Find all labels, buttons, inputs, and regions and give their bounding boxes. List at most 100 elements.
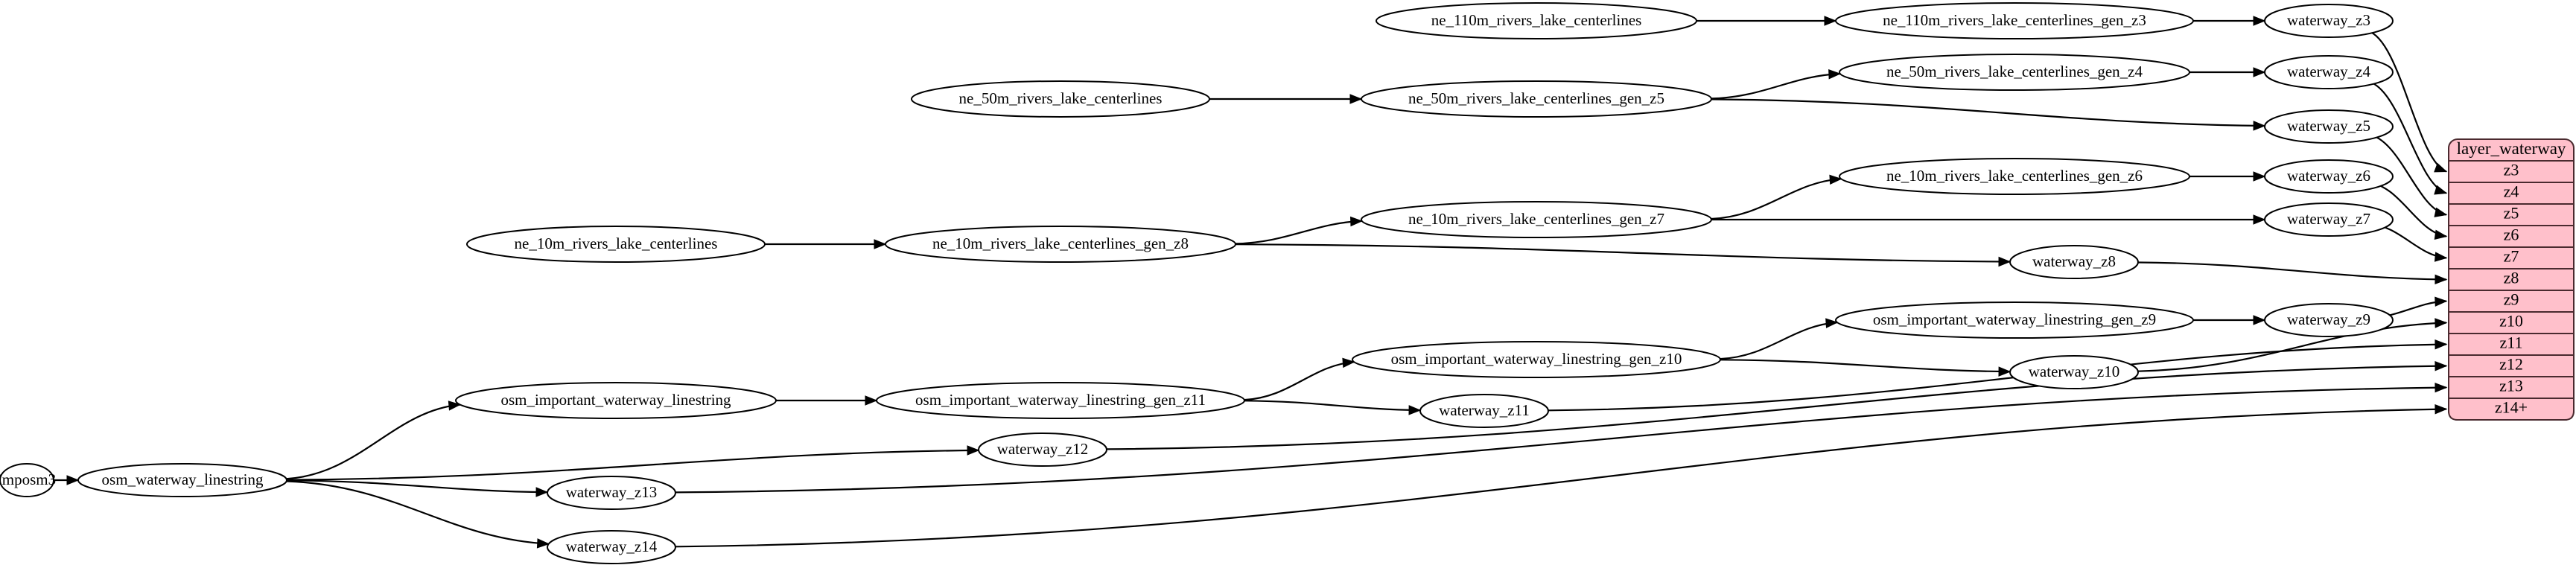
graph-edge-waterway_z8--to--layer_waterway-z8 (2137, 261, 2448, 285)
graph-edge-ne_10m_rivers_lake_centerlines--to--ne_10m_rivers_lake_centerlines_gen_z8 (762, 239, 887, 249)
graph-edge-waterway_z12--to--layer_waterway-z12 (1106, 360, 2448, 450)
graph-node-ne_50m_rivers_lake_centerlines_gen_z5[interactable]: ne_50m_rivers_lake_centerlines_gen_z5 (1361, 80, 1712, 118)
graph-node-waterway_z11[interactable]: waterway_z11 (1419, 394, 1549, 428)
graph-edge-ne_10m_rivers_lake_centerlines_gen_z7--to--waterway_z7 (1708, 214, 2266, 225)
record-node-layer-waterway[interactable]: layer_waterway z3 z4 z5 z6 z7 z8 z9 z10 z11 z12 z13… (2448, 138, 2575, 421)
node-label: ne_50m_rivers_lake_centerlines (959, 89, 1163, 107)
node-label: waterway_z8 (2032, 252, 2116, 270)
graph-node-ne_110m_rivers_lake_centerlines[interactable]: ne_110m_rivers_lake_centerlines (1376, 2, 1697, 39)
graph-edge-ne_50m_rivers_lake_centerlines--to--ne_50m_rivers_lake_centerlines_gen_z5 (1206, 94, 1363, 104)
graph-edge-ne_10m_rivers_lake_centerlines_gen_z7--to--ne_10m_rivers_lake_centerlines_gen_z6 (1711, 174, 1842, 220)
graph-node-osm_important_waterway_linestring[interactable]: osm_important_waterway_linestring (455, 382, 777, 419)
node-label: ne_10m_rivers_lake_centerlines_gen_z8 (932, 234, 1189, 252)
graph-node-osm_important_waterway_linestring_gen_z10[interactable]: osm_important_waterway_linestring_gen_z1… (1352, 341, 1721, 378)
graph-node-ne_10m_rivers_lake_centerlines_gen_z7[interactable]: ne_10m_rivers_lake_centerlines_gen_z7 (1361, 201, 1712, 238)
graph-edge-ne_110m_rivers_lake_centerlines--to--ne_110m_rivers_lake_centerlines_gen_z3 (1693, 16, 1837, 26)
graph-node-waterway_z4[interactable]: waterway_z4 (2264, 55, 2394, 89)
record-node-layer: layer_waterway z3 z4 z5 z6 z7 z8 z9 z10 z11 z12 z13… (2448, 138, 2575, 421)
graph-node-ne_50m_rivers_lake_centerlines[interactable]: ne_50m_rivers_lake_centerlines (911, 80, 1210, 118)
record-row-z8[interactable]: z8 (2504, 269, 2519, 287)
record-row-z14[interactable]: z14+ (2495, 398, 2528, 417)
graph-edge-osm_waterway_linestring--to--waterway_z13 (286, 479, 549, 497)
graph-edge-osm_important_waterway_linestring_gen_z10--to--waterway_z10 (1720, 359, 2011, 377)
graph-edge-waterway_z13--to--layer_waterway-z13 (675, 382, 2448, 494)
graph-node-waterway_z3[interactable]: waterway_z3 (2264, 4, 2394, 38)
graph-edge-waterway_z5--to--layer_waterway-z5 (2367, 133, 2448, 217)
record-row-z13[interactable]: z13 (2499, 377, 2523, 395)
node-label: waterway_z4 (2287, 63, 2370, 80)
graph-node-waterway_z6[interactable]: waterway_z6 (2264, 159, 2394, 194)
graph-node-ne_110m_rivers_lake_centerlines_gen_z3[interactable]: ne_110m_rivers_lake_centerlines_gen_z3 (1835, 2, 2194, 39)
graph-edge-waterway_z14--to--layer_waterway-z14 (675, 404, 2448, 548)
graph-node-imposm3[interactable]: imposm3 (0, 463, 56, 497)
graph-node-ne_50m_rivers_lake_centerlines_gen_z4[interactable]: ne_50m_rivers_lake_centerlines_gen_z4 (1839, 54, 2190, 91)
graph-node-osm_important_waterway_linestring_gen_z11[interactable]: osm_important_waterway_linestring_gen_z1… (876, 382, 1245, 419)
node-label: osm_important_waterway_linestring_gen_z9 (1873, 310, 2156, 328)
graph-edge-ne_50m_rivers_lake_centerlines_gen_z4--to--waterway_z4 (2186, 67, 2266, 77)
record-row-z7[interactable]: z7 (2504, 247, 2519, 266)
node-label: waterway_z9 (2287, 310, 2370, 328)
record-row-z3[interactable]: z3 (2504, 161, 2519, 179)
graph-edge-osm_important_waterway_linestring_gen_z11--to--osm_important_waterway_linestring_gen_z10 (1244, 357, 1355, 401)
graph-node-ne_10m_rivers_lake_centerlines_gen_z6[interactable]: ne_10m_rivers_lake_centerlines_gen_z6 (1839, 158, 2190, 195)
graph-edge-osm_important_waterway_linestring--to--osm_important_waterway_linestring_gen_z11 (772, 395, 878, 406)
graph-node-osm_important_waterway_linestring_gen_z9[interactable]: osm_important_waterway_linestring_gen_z9 (1835, 301, 2194, 339)
node-label: osm_important_waterway_linestring_gen_z1… (1391, 350, 1682, 368)
edges-layer (53, 16, 2448, 549)
record-row-z4[interactable]: z4 (2504, 182, 2519, 201)
graph-node-ne_10m_rivers_lake_centerlines[interactable]: ne_10m_rivers_lake_centerlines (466, 226, 766, 263)
node-label: ne_50m_rivers_lake_centerlines_gen_z4 (1886, 63, 2143, 80)
node-label: imposm3 (0, 470, 56, 488)
graph-edge-waterway_z3--to--layer_waterway-z3 (2367, 30, 2448, 173)
node-label: ne_110m_rivers_lake_centerlines_gen_z3 (1883, 11, 2146, 29)
node-label: ne_50m_rivers_lake_centerlines_gen_z5 (1408, 89, 1664, 107)
graph-node-osm_waterway_linestring[interactable]: osm_waterway_linestring (77, 463, 287, 497)
graph-edge-osm_important_waterway_linestring_gen_z10--to--osm_important_waterway_linestring_gen_z9 (1720, 318, 1839, 360)
record-row-z9[interactable]: z9 (2504, 290, 2519, 309)
record-row-z11[interactable]: z11 (2500, 334, 2523, 352)
graph-edge-osm_waterway_linestring--to--waterway_z14 (286, 480, 550, 549)
node-label: waterway_z14 (566, 537, 658, 555)
record-row-z12[interactable]: z12 (2499, 355, 2523, 374)
graph-edge-imposm3--to--osm_waterway_linestring (53, 475, 80, 485)
graph-node-ne_10m_rivers_lake_centerlines_gen_z8[interactable]: ne_10m_rivers_lake_centerlines_gen_z8 (885, 226, 1236, 263)
node-label: ne_10m_rivers_lake_centerlines (515, 234, 718, 252)
node-label: waterway_z11 (1439, 401, 1530, 419)
graph-edge-osm_waterway_linestring--to--osm_important_waterway_linestring (286, 401, 462, 480)
graph-node-waterway_z13[interactable]: waterway_z13 (547, 476, 676, 510)
node-label: ne_110m_rivers_lake_centerlines (1431, 11, 1642, 29)
node-label: ne_10m_rivers_lake_centerlines_gen_z6 (1886, 167, 2143, 185)
graph-edge-waterway_z11--to--layer_waterway-z11 (1548, 339, 2448, 412)
graph-edge-osm_waterway_linestring--to--waterway_z12 (286, 445, 980, 481)
graph-edge-waterway_z10--to--layer_waterway-z10 (2137, 318, 2448, 372)
nodes-layer: imposm3 osm_waterway_linestring osm_import… (0, 2, 2394, 564)
graph-node-waterway_z12[interactable]: waterway_z12 (978, 433, 1107, 467)
graph-node-waterway_z8[interactable]: waterway_z8 (2009, 245, 2139, 279)
node-label: osm_important_waterway_linestring_gen_z1… (915, 391, 1206, 409)
node-label: waterway_z12 (997, 440, 1088, 458)
node-label: osm_waterway_linestring (102, 470, 264, 488)
graph-node-waterway_z10[interactable]: waterway_z10 (2009, 355, 2139, 389)
graph-node-waterway_z7[interactable]: waterway_z7 (2264, 202, 2394, 237)
node-label: ne_10m_rivers_lake_centerlines_gen_z7 (1408, 210, 1664, 228)
node-label: osm_important_waterway_linestring (500, 391, 731, 409)
graph-edge-waterway_z4--to--layer_waterway-z4 (2367, 80, 2448, 195)
graph-edge-osm_important_waterway_linestring_gen_z11--to--waterway_z11 (1244, 400, 1422, 415)
record-row-z5[interactable]: z5 (2504, 204, 2519, 223)
graph-node-waterway_z9[interactable]: waterway_z9 (2264, 303, 2394, 337)
graph-edge-osm_important_waterway_linestring_gen_z9--to--waterway_z9 (2189, 315, 2266, 325)
graph-node-waterway_z5[interactable]: waterway_z5 (2264, 109, 2394, 144)
node-label: waterway_z5 (2287, 117, 2370, 135)
node-label: waterway_z13 (566, 483, 657, 501)
record-title: layer_waterway (2457, 139, 2566, 158)
node-label: waterway_z3 (2287, 11, 2370, 29)
node-label: waterway_z10 (2029, 363, 2119, 380)
node-label: waterway_z7 (2287, 210, 2370, 228)
record-row-z6[interactable]: z6 (2504, 226, 2519, 244)
graph-node-waterway_z14[interactable]: waterway_z14 (547, 530, 676, 564)
graph-edge-ne_50m_rivers_lake_centerlines_gen_z5--to--waterway_z5 (1711, 98, 2266, 131)
graph-edge-ne_110m_rivers_lake_centerlines_gen_z3--to--waterway_z3 (2189, 16, 2266, 26)
record-row-z10[interactable]: z10 (2499, 312, 2523, 331)
